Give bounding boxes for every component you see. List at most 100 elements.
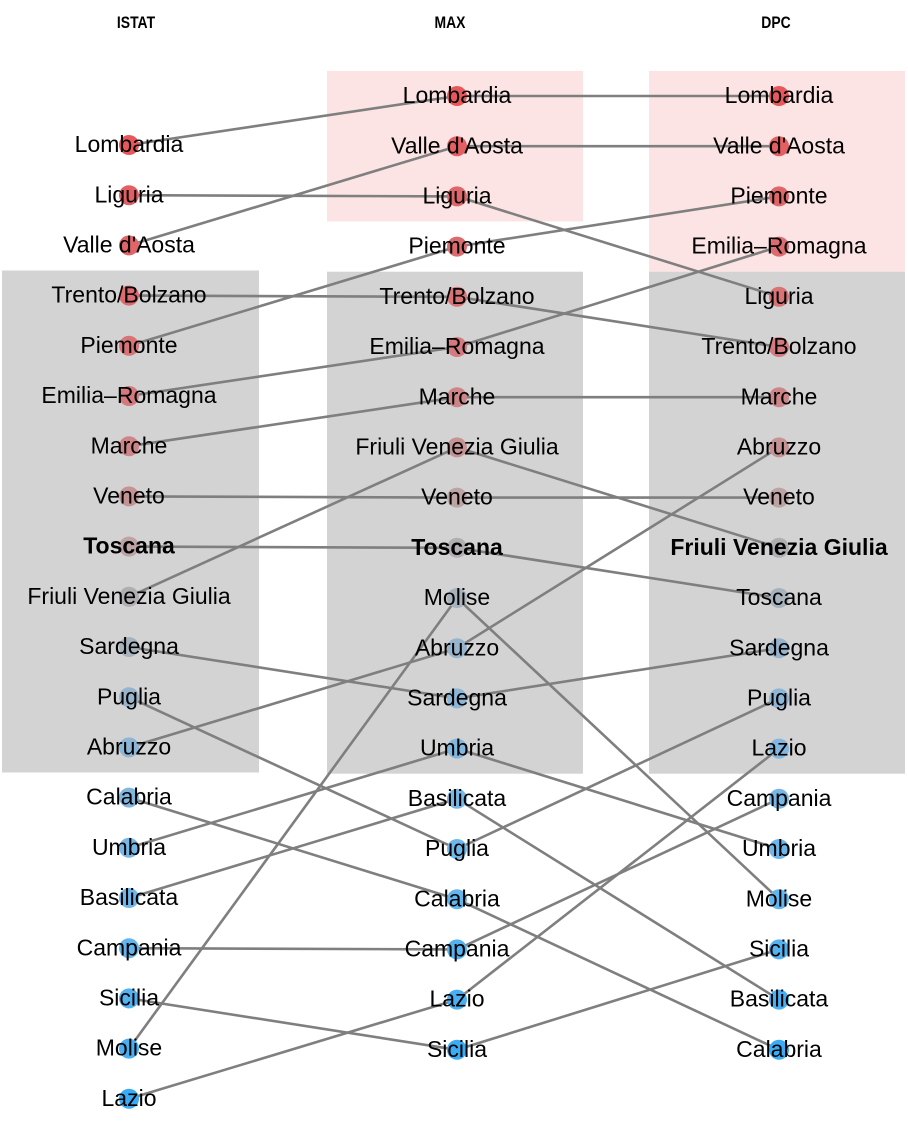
dot-max-campania: [447, 939, 467, 960]
dot-max-veneto: [447, 487, 467, 508]
dot-max-basilicata: [447, 788, 467, 809]
label-istat-lombardia: Lombardia: [75, 131, 184, 157]
link-toscana-max-dpc: [456, 546, 780, 600]
label-max-campania: Campania: [405, 935, 510, 961]
dot-dpc-liguria: [769, 286, 789, 307]
dot-dpc-valle-d-aosta: [769, 136, 789, 157]
label-max-toscana: Toscana: [411, 534, 503, 560]
label-max-sicilia: Sicilia: [427, 1036, 487, 1062]
dot-dpc-veneto: [769, 487, 789, 508]
label-istat-emilia-romagna: Emilia–Romagna: [41, 382, 216, 408]
dot-max-lazio: [447, 989, 467, 1010]
label-istat-puglia: Puglia: [97, 683, 161, 709]
label-dpc-campania: Campania: [727, 785, 832, 811]
dot-dpc-campania: [769, 788, 789, 809]
label-dpc-liguria: Liguria: [744, 283, 813, 309]
dot-istat-veneto: [119, 486, 139, 507]
dot-max-lombardia: [447, 86, 467, 106]
label-istat-friuli-venezia-giulia: Friuli Venezia Giulia: [27, 583, 230, 609]
label-istat-calabria: Calabria: [86, 784, 172, 810]
dot-max-valle-d-aosta: [447, 136, 467, 157]
link-marche-istat-max: [128, 395, 458, 448]
dot-dpc-basilicata: [769, 989, 789, 1010]
dot-dpc-piemonte: [769, 186, 789, 207]
label-max-liguria: Liguria: [422, 182, 491, 208]
dot-istat-toscana: [119, 536, 139, 557]
column-title-max: MAX: [435, 14, 467, 33]
label-dpc-marche: Marche: [741, 383, 818, 409]
label-istat-lazio: Lazio: [102, 1085, 157, 1111]
dot-dpc-trento-bolzano: [769, 337, 789, 357]
link-emilia-romagna-istat-max: [128, 345, 458, 398]
dot-max-calabria: [447, 889, 467, 910]
link-umbria-max-dpc: [456, 747, 780, 851]
dot-dpc-emilia-romagna: [769, 236, 789, 257]
dot-dpc-calabria: [769, 1039, 789, 1060]
dot-istat-lazio: [119, 1088, 139, 1109]
dot-max-toscana: [447, 537, 467, 558]
label-max-puglia: Puglia: [425, 835, 489, 861]
link-piemonte-max-dpc: [456, 195, 780, 248]
dot-max-liguria: [447, 186, 467, 207]
link-friuli-venezia-giulia-istat-max: [128, 446, 458, 598]
label-max-calabria: Calabria: [414, 885, 500, 911]
link-trento-bolzano-max-dpc: [456, 295, 780, 349]
dot-max-sicilia: [447, 1039, 467, 1060]
dot-dpc-abruzzo: [769, 437, 789, 458]
dot-istat-emilia-romagna: [119, 386, 139, 406]
dot-max-friuli-venezia-giulia: [447, 437, 467, 458]
dot-dpc-toscana: [769, 588, 789, 608]
label-dpc-veneto: Veneto: [743, 484, 815, 510]
label-dpc-valle-d-aosta: Valle d'Aosta: [713, 132, 845, 158]
link-calabria-max-dpc: [456, 898, 780, 1051]
dot-dpc-friuli-venezia-giulia: [769, 537, 789, 558]
label-max-lombardia: Lombardia: [403, 82, 512, 108]
label-dpc-basilicata: Basilicata: [730, 986, 829, 1012]
label-dpc-lombardia: Lombardia: [725, 82, 834, 108]
link-lombardia-istat-max: [128, 94, 458, 147]
label-dpc-abruzzo: Abruzzo: [737, 433, 821, 459]
label-istat-sicilia: Sicilia: [99, 984, 159, 1010]
label-istat-marche: Marche: [91, 432, 168, 458]
link-lazio-istat-max: [128, 998, 458, 1101]
link-liguria-max-dpc: [456, 195, 780, 299]
dot-dpc-lazio: [769, 738, 789, 759]
rank-nodes: [119, 86, 789, 1109]
label-max-sardegna: Sardegna: [407, 684, 507, 710]
link-emilia-romagna-max-dpc: [456, 245, 780, 349]
dot-max-abruzzo: [447, 638, 467, 659]
link-sardegna-istat-max: [128, 645, 458, 700]
column-title-dpc: DPC: [761, 14, 790, 33]
dot-istat-sardegna: [119, 637, 139, 657]
label-max-trento-bolzano: Trento/Bolzano: [379, 283, 534, 309]
link-lazio-max-dpc: [456, 747, 780, 1001]
label-dpc-piemonte: Piemonte: [730, 182, 827, 208]
dot-dpc-marche: [769, 387, 789, 408]
dot-dpc-sardegna: [769, 638, 789, 659]
link-basilicata-istat-max: [128, 797, 458, 900]
dot-max-molise: [447, 588, 467, 608]
dot-istat-valle-d-aosta: [119, 235, 139, 256]
label-max-umbria: Umbria: [420, 735, 494, 761]
dot-istat-campania: [119, 938, 139, 959]
rank-links: [127, 94, 780, 1101]
dot-istat-basilicata: [119, 888, 139, 908]
label-max-lazio: Lazio: [430, 986, 485, 1012]
link-sardegna-max-dpc: [456, 646, 780, 700]
label-istat-molise: Molise: [96, 1035, 162, 1061]
dot-dpc-puglia: [769, 688, 789, 709]
label-max-abruzzo: Abruzzo: [415, 634, 499, 660]
label-max-friuli-venezia-giulia: Friuli Venezia Giulia: [355, 433, 558, 459]
dot-max-puglia: [447, 839, 467, 859]
label-istat-trento-bolzano: Trento/Bolzano: [51, 282, 206, 308]
label-istat-campania: Campania: [77, 934, 182, 960]
dot-dpc-molise: [769, 889, 789, 910]
link-piemonte-istat-max: [128, 245, 458, 348]
dot-istat-marche: [119, 436, 139, 457]
label-max-molise: Molise: [424, 584, 490, 610]
dot-max-piemonte: [447, 236, 467, 257]
label-dpc-trento-bolzano: Trento/Bolzano: [701, 333, 856, 359]
